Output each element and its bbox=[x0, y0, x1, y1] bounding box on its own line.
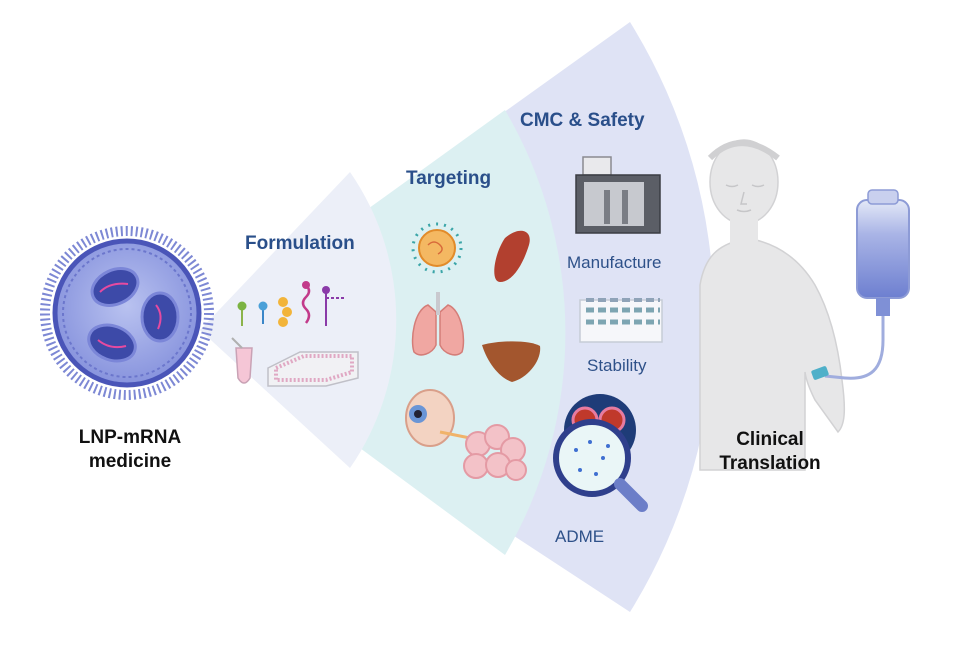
formulation-band bbox=[200, 172, 397, 468]
lnp-particle-icon bbox=[40, 226, 214, 400]
clinical-label-line1: Clinical bbox=[736, 429, 804, 450]
vials-icon bbox=[579, 298, 663, 343]
tumor-cells-icon bbox=[463, 424, 527, 481]
magnifier-adme-icon bbox=[553, 394, 648, 512]
virus-cell-icon bbox=[411, 222, 463, 274]
clinical-translation-label: Clinical Translation bbox=[700, 428, 840, 476]
eye-icon bbox=[405, 389, 471, 447]
iv-bag-icon bbox=[811, 189, 910, 380]
stability-label: Stability bbox=[587, 356, 647, 375]
spleen-icon bbox=[494, 230, 530, 282]
liver-icon bbox=[482, 341, 541, 382]
lipid-components-icon bbox=[237, 281, 346, 327]
cmc-safety-heading: CMC & Safety bbox=[520, 110, 645, 131]
tube-icon bbox=[231, 337, 253, 384]
manufacturing-instrument-icon bbox=[575, 156, 661, 234]
well-plate-icon bbox=[267, 351, 359, 387]
lnp-label-line1: LNP-mRNA bbox=[78, 427, 182, 448]
lnp-label-line2: medicine bbox=[88, 451, 172, 472]
face-details bbox=[707, 140, 780, 213]
clinical-label-line2: Translation bbox=[719, 453, 821, 474]
adme-label: ADME bbox=[555, 527, 605, 546]
formulation-heading: Formulation bbox=[245, 233, 355, 254]
lungs-icon bbox=[411, 292, 465, 356]
patient-figure bbox=[699, 139, 846, 471]
manufacture-label: Manufacture bbox=[567, 253, 662, 272]
lnp-label: LNP-mRNA medicine bbox=[60, 426, 200, 474]
targeting-heading: Targeting bbox=[406, 168, 492, 189]
